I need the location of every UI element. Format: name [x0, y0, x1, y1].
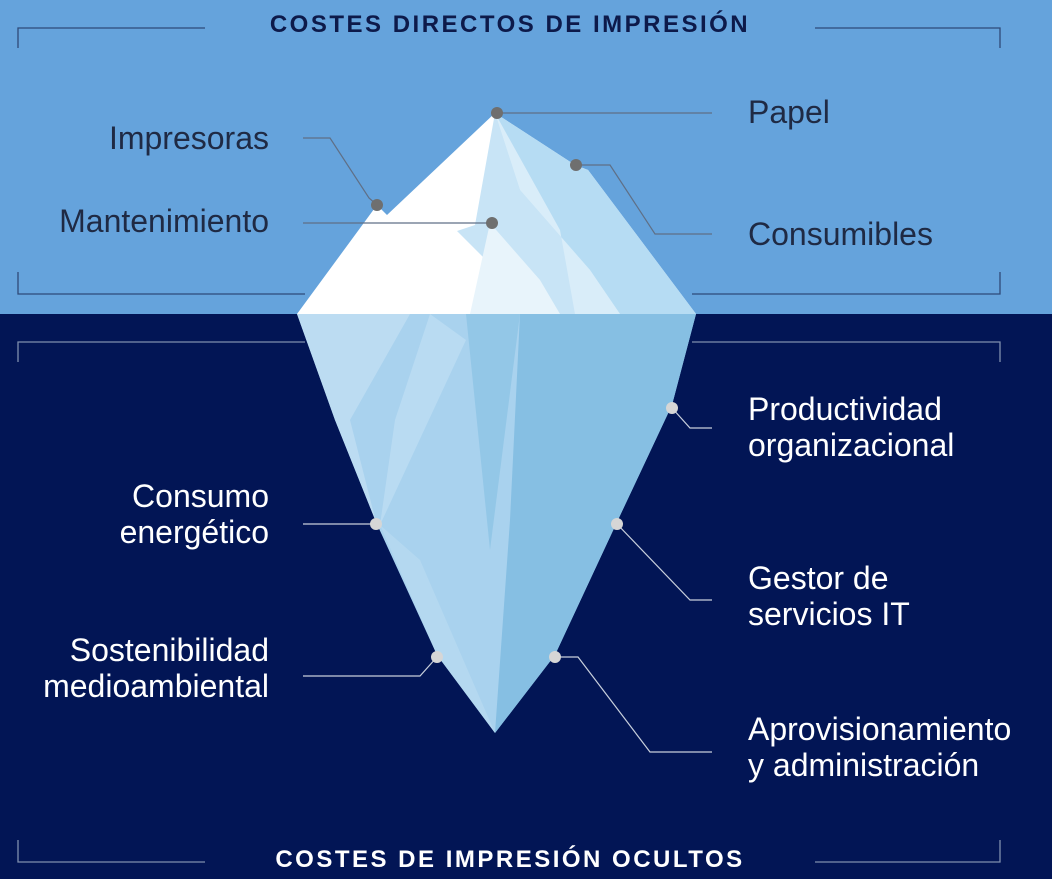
top-bracket [17, 27, 1001, 295]
top-connectors [303, 112, 712, 235]
label-consumables: Consumibles [748, 216, 933, 252]
label-it-services: Gestor de servicios IT [748, 560, 910, 632]
iceberg-underwater [297, 314, 696, 733]
label-printers: Impresoras [108, 120, 269, 156]
iceberg-tip [297, 113, 696, 314]
label-productivity: Productividad organizacional [748, 391, 955, 463]
bottom-connector-dots [370, 402, 678, 663]
label-sustainability: Sostenibilidad medioambiental [43, 632, 269, 704]
label-paper: Papel [748, 94, 830, 130]
hidden-costs-header: COSTES DE IMPRESIÓN OCULTOS [275, 846, 745, 873]
label-energy: Consumo energético [119, 478, 269, 550]
top-connector-dots [371, 107, 582, 229]
direct-costs-header: COSTES DIRECTOS DE IMPRESIÓN [269, 11, 751, 38]
label-maintenance: Mantenimiento [59, 203, 269, 239]
bottom-connectors [303, 407, 712, 753]
bottom-bracket [17, 341, 1001, 863]
label-provisioning: Aprovisionamiento y administración [748, 711, 1012, 783]
